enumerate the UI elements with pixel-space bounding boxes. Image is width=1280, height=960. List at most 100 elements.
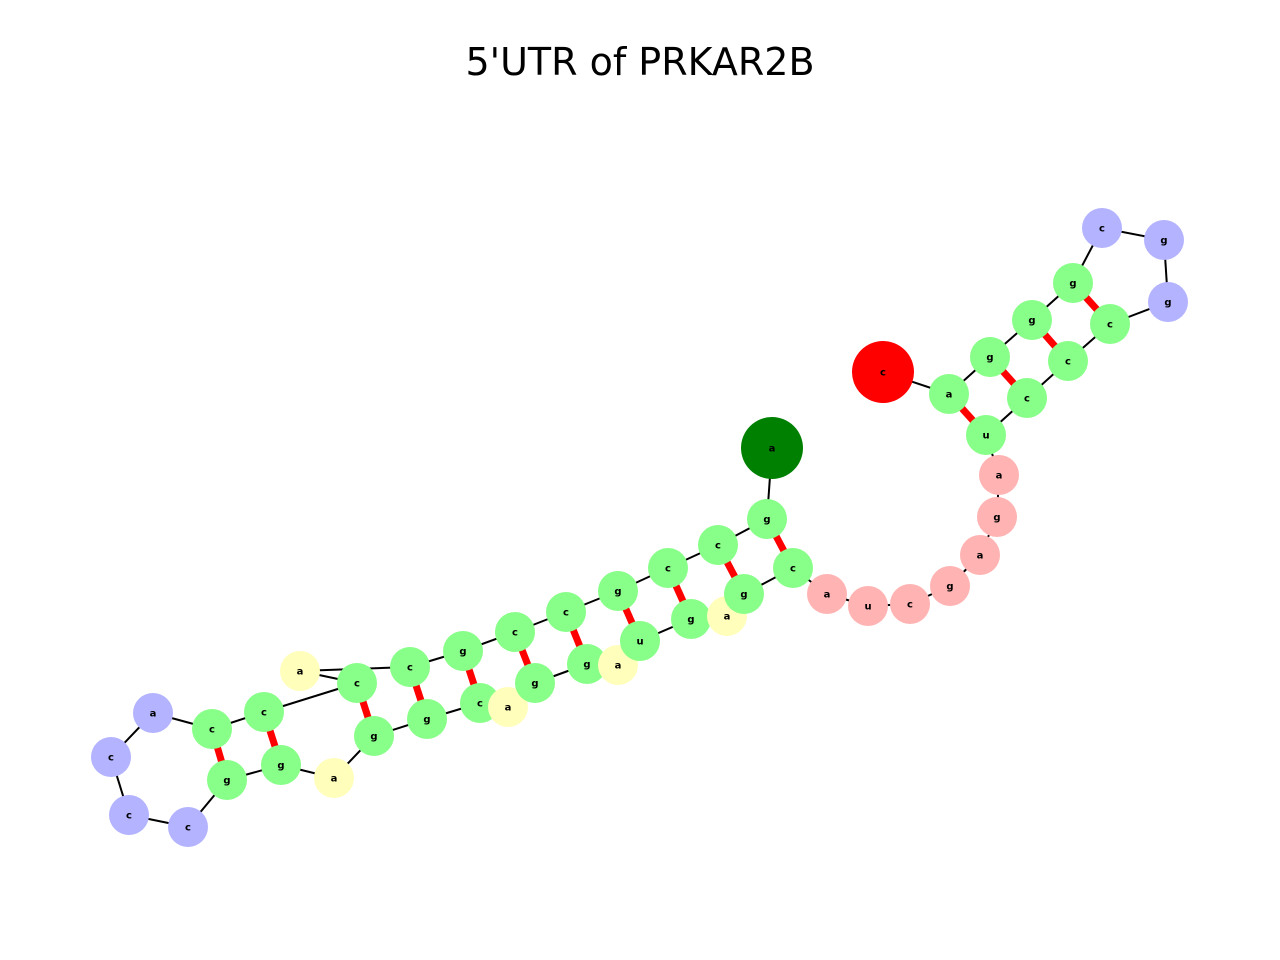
nucleotide-circle: [1007, 378, 1047, 418]
nucleotide-hairpin-loop: c: [91, 737, 131, 777]
nucleotide-circle: [852, 341, 914, 403]
nucleotide-circle: [488, 687, 528, 727]
nucleotide-label: c: [354, 679, 360, 690]
nucleotide-label: g: [614, 587, 621, 598]
nucleotide-stem: u: [620, 621, 660, 661]
nucleotide-circle: [977, 497, 1017, 537]
nucleotide-circle: [807, 574, 847, 614]
nucleotide-hairpin-loop: c: [1082, 208, 1122, 248]
nucleotide-circle: [960, 535, 1000, 575]
nucleotide-stem: g: [261, 745, 301, 785]
nucleotide-label: c: [790, 564, 796, 575]
nucleotide-label: c: [1065, 357, 1071, 368]
nucleotide-circle: [747, 499, 787, 539]
nucleotide-label: a: [977, 551, 984, 562]
nucleotide-circle: [192, 709, 232, 749]
nucleotide-label: a: [996, 471, 1003, 482]
nucleotide-label: g: [1028, 316, 1035, 327]
nucleotide-label: a: [724, 612, 731, 623]
nucleotide-label: g: [583, 660, 590, 671]
nucleotide-label: c: [209, 725, 215, 736]
nucleotide-circle: [1012, 300, 1052, 340]
nucleotide-stem: c: [495, 612, 535, 652]
nucleotide-circle: [1148, 282, 1188, 322]
nucleotide-circle: [390, 647, 430, 687]
nucleotide-stem: c: [244, 692, 284, 732]
nucleotide-label: u: [636, 637, 643, 648]
nucleotide-stem: c: [337, 663, 377, 703]
nucleotide-label: u: [864, 602, 871, 613]
nucleotide-label: g: [687, 615, 694, 626]
nucleotide-stem: c: [1090, 304, 1130, 344]
nucleotide-label: a: [150, 709, 157, 720]
nucleotide-stem: g: [515, 663, 555, 703]
nucleotide-circle: [930, 566, 970, 606]
nucleotide-label: c: [907, 600, 913, 611]
diagram-title: 5'UTR of PRKAR2B: [465, 40, 815, 84]
nucleotide-circle: [515, 663, 555, 703]
nucleotide-circle: [1053, 263, 1093, 303]
nucleotide-label: c: [185, 823, 191, 834]
nucleotide-interior-loop: a: [280, 651, 320, 691]
nucleotide-circle: [773, 548, 813, 588]
nucleotide-circle: [261, 745, 301, 785]
nucleotide-label: g: [763, 515, 770, 526]
nucleotide-unpaired-region: a: [807, 574, 847, 614]
nucleotide-unpaired-region: g: [930, 566, 970, 606]
nucleotide-circle: [546, 592, 586, 632]
nucleotide-stem: g: [671, 599, 711, 639]
nucleotide-circle: [109, 795, 149, 835]
nucleotide-circle: [567, 644, 607, 684]
nucleotide-five-prime-end: a: [741, 417, 803, 479]
nucleotide-label: g: [277, 761, 284, 772]
nucleotide-stem: g: [567, 644, 607, 684]
nucleotide-circle: [698, 525, 738, 565]
nucleotide-label: g: [946, 582, 953, 593]
nucleotide-label: c: [512, 628, 518, 639]
nucleotide-stem: c: [773, 548, 813, 588]
nucleotide-stem: u: [966, 415, 1006, 455]
nucleotide-label: c: [563, 608, 569, 619]
nucleotide-circle: [598, 571, 638, 611]
nucleotide-stem: c: [1048, 341, 1088, 381]
nucleotide-circle: [495, 612, 535, 652]
nucleotide-label: c: [1107, 320, 1113, 331]
nucleotide-unpaired-region: a: [960, 535, 1000, 575]
nucleotide-hairpin-loop: a: [133, 693, 173, 733]
nucleotide-interior-loop: a: [488, 687, 528, 727]
nucleotide-label: c: [1024, 394, 1030, 405]
nucleotide-label: c: [665, 564, 671, 575]
nucleotide-stem: c: [192, 709, 232, 749]
nucleotide-label: g: [423, 715, 430, 726]
nucleotide-circle: [91, 737, 131, 777]
nucleotide-label: a: [769, 444, 776, 455]
nucleotide-circle: [929, 374, 969, 414]
nucleotide-stem: c: [546, 592, 586, 632]
nucleotide-label: g: [223, 776, 230, 787]
nucleotide-circle: [890, 584, 930, 624]
nucleotide-label: g: [531, 679, 538, 690]
nucleotide-circle: [244, 692, 284, 732]
nucleotide-unpaired-region: g: [977, 497, 1017, 537]
nucleotide-circle: [133, 693, 173, 733]
nucleotide-stem: c: [698, 525, 738, 565]
nucleotide-hairpin-loop: g: [1144, 220, 1184, 260]
nucleotide-circle: [979, 455, 1019, 495]
nucleotide-hairpin-loop: g: [1148, 282, 1188, 322]
nucleotide-stem: g: [207, 760, 247, 800]
nucleotide-label: g: [1164, 298, 1171, 309]
nucleotide-stem: g: [354, 716, 394, 756]
nucleotide-circle: [280, 651, 320, 691]
nucleotide-label: c: [880, 368, 886, 379]
nucleotide-circle: [407, 699, 447, 739]
nucleotide-stem: g: [1053, 263, 1093, 303]
nucleotide-circle: [1048, 341, 1088, 381]
nucleotide-circle: [966, 415, 1006, 455]
nucleotide-hairpin-loop: c: [168, 807, 208, 847]
nucleotide-circle: [724, 574, 764, 614]
nucleotide-circle: [970, 337, 1010, 377]
nucleotide-circle: [1144, 220, 1184, 260]
nucleotide-label: c: [1099, 224, 1105, 235]
